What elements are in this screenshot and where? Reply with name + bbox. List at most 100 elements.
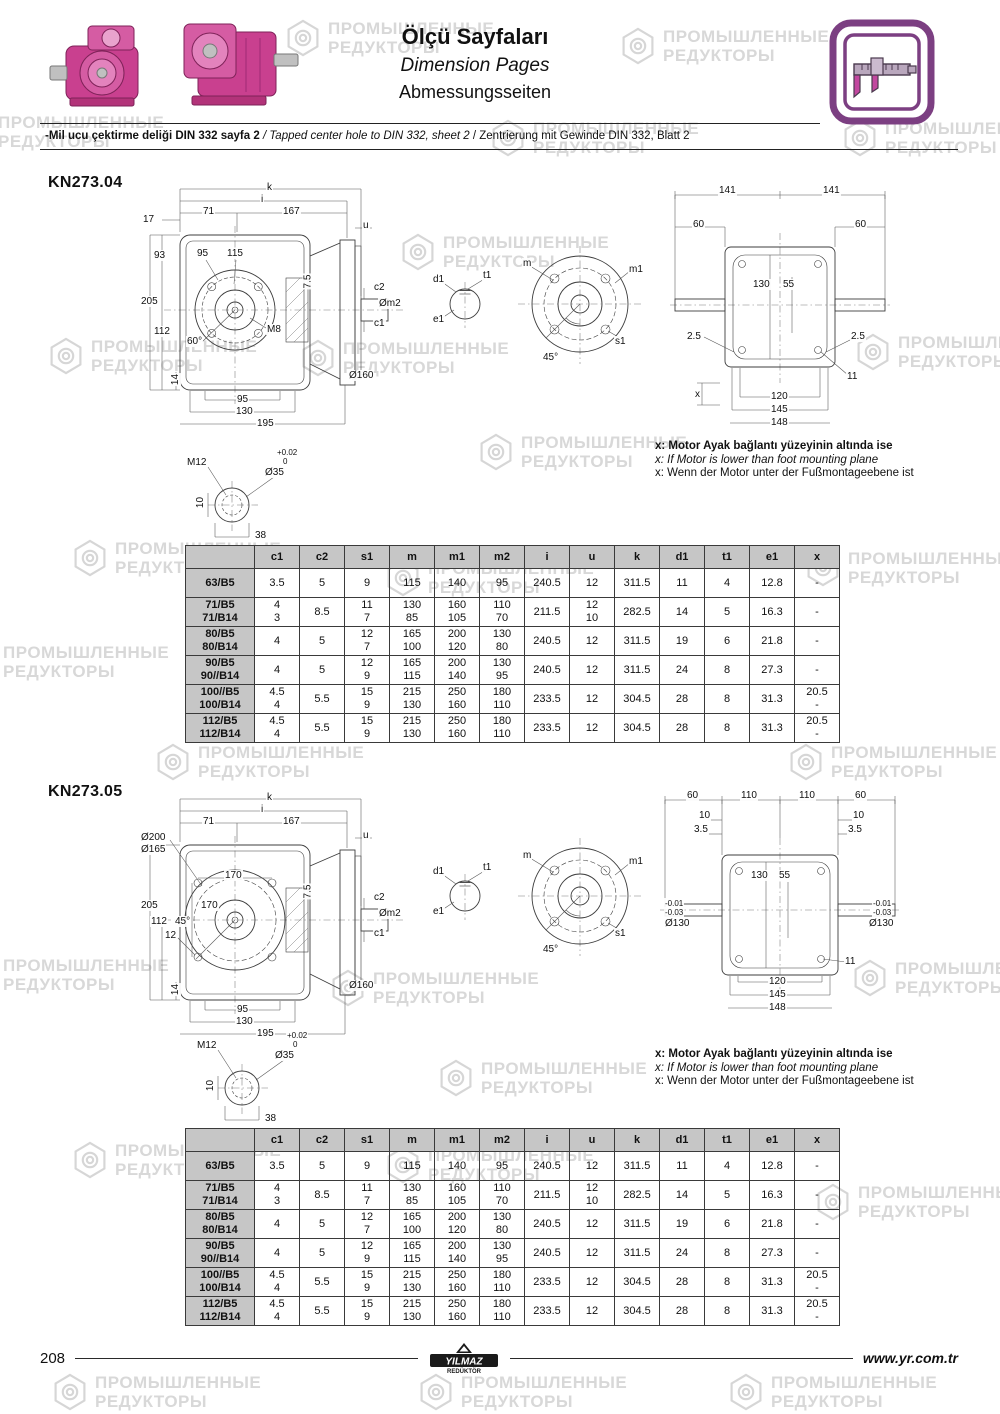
table-cell: 9 [344,568,390,598]
table-cell: 4 3 [254,1180,300,1210]
table-cell: - [794,1180,840,1210]
table-cell: 4 3 [254,597,300,627]
table-cell: 14 [659,597,705,627]
table-cell: 11 [659,568,705,598]
dim-label: c1 [373,318,386,329]
table-cell: 31.3 [749,1267,795,1297]
dim-label: M12 [186,457,208,468]
dim-label: t1 [482,862,493,873]
dim-label: 17 [142,214,156,225]
dim-label: c2 [373,282,386,293]
table-cell: 5 [299,568,345,598]
dim-label: 205 [140,900,159,911]
table-cell: 28 [659,1296,705,1326]
table-cell: 31.3 [749,1296,795,1326]
dim-label: d1 [432,274,446,285]
table-col-header: k [614,1128,660,1152]
table-cell: 233.5 [524,684,570,714]
footer-divider [509,1357,853,1359]
dim-label: 38 [254,530,268,541]
dim-label: s1 [614,928,627,939]
dim-label: e1 [432,314,446,325]
dim-label: Ø35 [274,1050,295,1061]
dim-label: k [266,182,273,193]
din-note-tr: -Mil ucu çektirme deliği DIN 332 sayfa 2 [45,130,260,142]
page-number: 208 [40,1349,66,1367]
table-cell: 12.8 [749,1151,795,1181]
dim-label: 141 [822,185,841,196]
table-cell: 95 [479,1151,525,1181]
dim-label: 60° [186,336,204,347]
dim-label: 3.5 [847,824,863,835]
table-cell: 12.8 [749,568,795,598]
table-cell: 180 110 [479,1267,525,1297]
dim-label: m [522,850,533,861]
dim-label: 45° [542,944,560,955]
table-col-header: m [389,1128,435,1152]
dim-label: d1 [432,866,446,877]
website-link[interactable]: www.yr.com.tr [862,1350,958,1366]
product-photo-gearbox-right [183,23,299,106]
table-cell: 8 [704,684,750,714]
motor-note-kn27305: x: Motor Ayak bağlantı yüzeyinin altında… [655,1048,914,1089]
dim-label: 7.5 [302,273,314,290]
page-title-tr: Ölçü Sayfaları [401,24,549,49]
table-cell: 311.5 [614,1238,660,1268]
table-cell: 5.5 [299,1296,345,1326]
table-cell: 27.3 [749,655,795,685]
table-cell: 110 70 [479,597,525,627]
table-cell: 240.5 [524,626,570,656]
dim-label: 205 [140,296,159,307]
dim-label: c1 [373,928,386,939]
table-cell: 240.5 [524,1238,570,1268]
page-title-de: Abmessungsseiten [398,82,552,102]
table-cell: - [794,568,840,598]
table-cell: 304.5 [614,1296,660,1326]
dim-label: +0.02 [276,447,299,458]
watermark-gear-icon [492,119,524,157]
row-header: 63/B5 [185,568,255,598]
table-cell: 5.5 [299,713,345,743]
caliper-icon [828,18,936,126]
table-cell: 12 9 [344,655,390,685]
table-cell: 165 115 [389,655,435,685]
dim-label: k [266,792,273,803]
table-cell: 215 130 [389,1267,435,1297]
table-cell: 4 [254,1238,300,1268]
row-header: 112/B5 112/B14 [185,713,255,743]
table-cell: 11 [659,1151,705,1181]
dim-label: e1 [432,906,446,917]
table-col-header: m2 [479,545,525,569]
dim-label: m [522,258,533,269]
table-cell: 240.5 [524,655,570,685]
table-cell: 160 105 [434,1180,480,1210]
row-header: 71/B5 71/B14 [185,1180,255,1210]
table-cell: 4 [254,1209,300,1239]
table-col-header: e1 [749,1128,795,1152]
dim-label: 145 [770,404,789,415]
table-cell: 5 [299,1151,345,1181]
dim-label: 71 [202,816,216,827]
table-cell: 28 [659,684,705,714]
